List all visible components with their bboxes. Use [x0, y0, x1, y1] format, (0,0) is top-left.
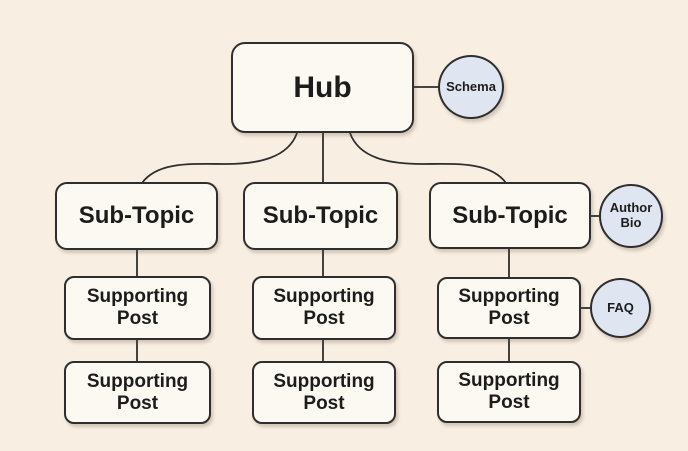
supporting-post-1-1-label: Supporting Post — [86, 286, 189, 329]
subtopic-1-label: Sub-Topic — [78, 202, 195, 229]
schema-badge: Schema — [438, 55, 504, 119]
author-bio-badge-label: Author Bio — [609, 200, 653, 230]
edge-hub-subtopic-3 — [349, 132, 507, 184]
faq-badge-label: FAQ — [607, 299, 634, 315]
supporting-post-node-1-1: Supporting Post — [64, 276, 211, 340]
edge-hub-subtopic-1 — [141, 132, 298, 184]
author-bio-badge: Author Bio — [599, 184, 663, 248]
supporting-post-3-2-label: Supporting Post — [458, 370, 560, 413]
supporting-post-3-1-label: Supporting Post — [458, 286, 560, 329]
supporting-post-node-3-2: Supporting Post — [437, 361, 581, 423]
hub-node: Hub — [231, 42, 414, 133]
subtopic-3-label: Sub-Topic — [452, 201, 568, 229]
supporting-post-node-1-2: Supporting Post — [64, 361, 211, 424]
schema-badge-label: Schema — [446, 78, 496, 94]
supporting-post-node-2-1: Supporting Post — [252, 276, 396, 340]
supporting-post-1-2-label: Supporting Post — [86, 370, 189, 414]
subtopic-node-2: Sub-Topic — [243, 182, 398, 250]
hub-label: Hub — [293, 70, 352, 104]
subtopic-2-label: Sub-Topic — [262, 202, 379, 229]
supporting-post-node-2-2: Supporting Post — [252, 361, 396, 424]
supporting-post-2-1-label: Supporting Post — [273, 286, 375, 329]
supporting-post-2-2-label: Supporting Post — [273, 370, 375, 414]
subtopic-node-3: Sub-Topic — [429, 182, 591, 249]
supporting-post-node-3-1: Supporting Post — [437, 277, 581, 339]
faq-badge: FAQ — [590, 278, 651, 338]
subtopic-node-1: Sub-Topic — [55, 182, 218, 250]
